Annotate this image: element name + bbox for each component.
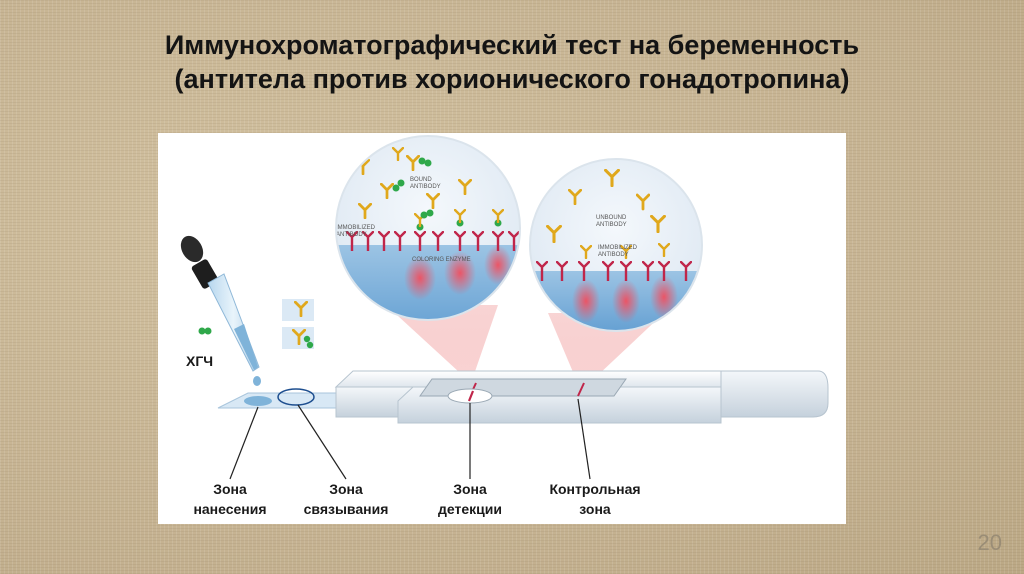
unbound-antibody-label: UNBOUND (596, 215, 627, 221)
bound-antibody-label: BOUND (410, 177, 432, 183)
hcg-molecule-icon (198, 327, 212, 335)
detection-zone-magnifier: BOUND ANTIBODY IMMOBILIZED ANTIBODY COLO… (335, 135, 521, 321)
hcg-label: ХГЧ (186, 353, 214, 369)
control-immobilized-label: IMMOBILIZED (598, 245, 638, 251)
leader-lines (229, 398, 591, 480)
svg-text:ANTIBODY: ANTIBODY (598, 252, 629, 258)
title-line-2: (антитела против хорионического гонадотр… (174, 64, 850, 94)
conjugate-icon-2 (282, 327, 314, 349)
test-strip (217, 370, 829, 424)
immobilized-antibody-label: IMMOBILIZED (336, 225, 376, 231)
captured-complexes (414, 209, 504, 231)
conjugate-icon-1 (282, 299, 314, 321)
dropper (180, 235, 261, 386)
floating-bound-antibodies (356, 147, 472, 219)
svg-text:ANTIBODY: ANTIBODY (336, 232, 367, 238)
svg-text:ANTIBODY: ANTIBODY (596, 222, 627, 228)
pregnancy-test-diagram: BOUND ANTIBODY IMMOBILIZED ANTIBODY COLO… (180, 135, 829, 480)
coloring-enzyme-label: COLORING ENZYME (412, 257, 471, 263)
slide-title: Иммунохроматографический тест на беремен… (0, 28, 1024, 96)
detection-zoom-cone (386, 305, 498, 383)
title-line-1: Иммунохроматографический тест на беремен… (164, 30, 860, 60)
slide-number: 20 (977, 530, 1002, 555)
diagram-panel: BOUND ANTIBODY IMMOBILIZED ANTIBODY COLO… (158, 133, 846, 524)
svg-text:ANTIBODY: ANTIBODY (410, 184, 441, 190)
